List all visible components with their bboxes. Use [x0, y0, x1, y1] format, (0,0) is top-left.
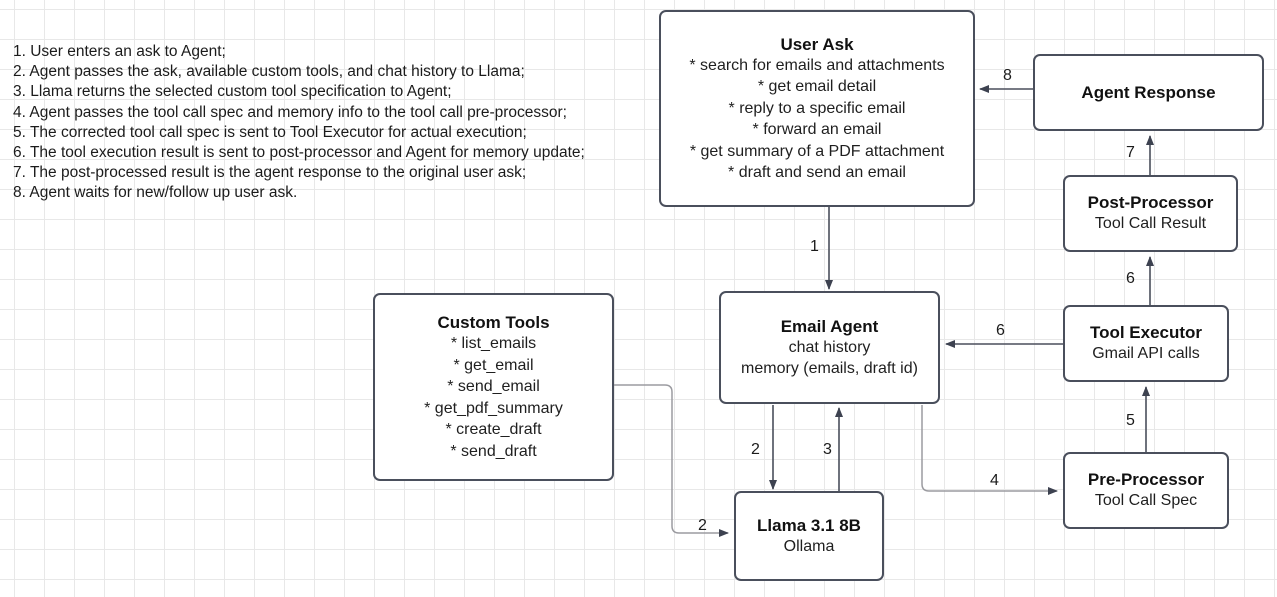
node-user-ask-line-4: * forward an email [752, 121, 882, 138]
node-agent-response[interactable]: Agent Response [1033, 54, 1264, 131]
edge-label-3: 3 [823, 441, 832, 458]
flow-steps-legend: 1. User enters an ask to Agent; 2. Agent… [13, 42, 585, 204]
node-post-processor-line-1: Tool Call Result [1094, 215, 1207, 233]
legend-line-6: 6. The tool execution result is sent to … [13, 144, 585, 162]
node-llama-title: Llama 3.1 8B [757, 515, 861, 535]
legend-line-5: 5. The corrected tool call spec is sent … [13, 123, 527, 141]
node-post-processor-title: Post-Processor [1087, 193, 1214, 213]
node-tool-executor-title: Tool Executor [1089, 323, 1203, 343]
node-pre-processor[interactable]: Pre-Processor Tool Call Spec [1063, 452, 1229, 529]
node-custom-tools[interactable]: Custom Tools * list_emails * get_email *… [373, 293, 614, 481]
node-custom-tools-line-1: * list_emails [450, 335, 537, 352]
edge-label-7: 7 [1126, 144, 1135, 161]
node-pre-processor-line-1: Tool Call Spec [1094, 492, 1198, 510]
node-llama[interactable]: Llama 3.1 8B Ollama [734, 491, 884, 581]
legend-line-2: 2. Agent passes the ask, available custo… [13, 63, 525, 81]
edge-label-1: 1 [810, 238, 819, 255]
node-user-ask-title: User Ask [780, 34, 854, 54]
node-tool-executor[interactable]: Tool Executor Gmail API calls [1063, 305, 1229, 382]
edge-label-6-exec-post: 6 [1126, 270, 1135, 287]
node-custom-tools-line-2: * get_email [453, 356, 534, 374]
node-user-ask-line-6: * draft and send an email [728, 164, 906, 181]
legend-line-8: 8. Agent waits for new/follow up user as… [13, 184, 298, 202]
node-email-agent-line-1: chat history [788, 338, 871, 356]
edge-label-2-tools-llama: 2 [698, 517, 707, 534]
legend-line-1: 1. User enters an ask to Agent; [13, 43, 226, 60]
node-custom-tools-line-5: * create_draft [445, 421, 542, 438]
edge-label-6-exec-agent: 6 [996, 322, 1005, 339]
edge-label-8: 8 [1003, 67, 1012, 84]
edge-label-2-agent-llama: 2 [751, 441, 760, 458]
node-tool-executor-line-1: Gmail API calls [1092, 345, 1200, 363]
node-email-agent-line-2: memory (emails, draft id) [741, 360, 918, 377]
edge-label-5: 5 [1126, 412, 1135, 429]
node-custom-tools-line-3: * send_email [447, 378, 540, 395]
edge-2-tools-llama-path [614, 384, 729, 537]
node-email-agent-title: Email Agent [780, 316, 879, 336]
node-llama-line-1: Ollama [783, 537, 835, 555]
node-agent-response-title: Agent Response [1081, 83, 1216, 102]
legend-line-4: 4. Agent passes the tool call spec and m… [13, 103, 567, 121]
node-user-ask-line-1: * search for emails and attachments [689, 56, 945, 74]
node-user-ask[interactable]: User Ask * search for emails and attachm… [659, 10, 975, 207]
node-user-ask-line-5: * get summary of a PDF attachment [689, 142, 945, 160]
legend-line-7: 7. The post-processed result is the agen… [13, 164, 527, 182]
node-email-agent[interactable]: Email Agent chat history memory (emails,… [719, 291, 940, 404]
node-post-processor[interactable]: Post-Processor Tool Call Result [1063, 175, 1238, 252]
node-custom-tools-line-6: * send_draft [450, 442, 537, 460]
edge-label-4: 4 [990, 472, 999, 489]
node-custom-tools-line-4: * get_pdf_summary [424, 399, 563, 417]
node-pre-processor-title: Pre-Processor [1087, 470, 1205, 490]
node-custom-tools-title: Custom Tools [437, 313, 550, 332]
legend-line-3: 3. Llama returns the selected custom too… [13, 83, 452, 101]
node-user-ask-line-3: * reply to a specific email [728, 99, 906, 117]
node-user-ask-line-2: * get email detail [757, 78, 877, 95]
